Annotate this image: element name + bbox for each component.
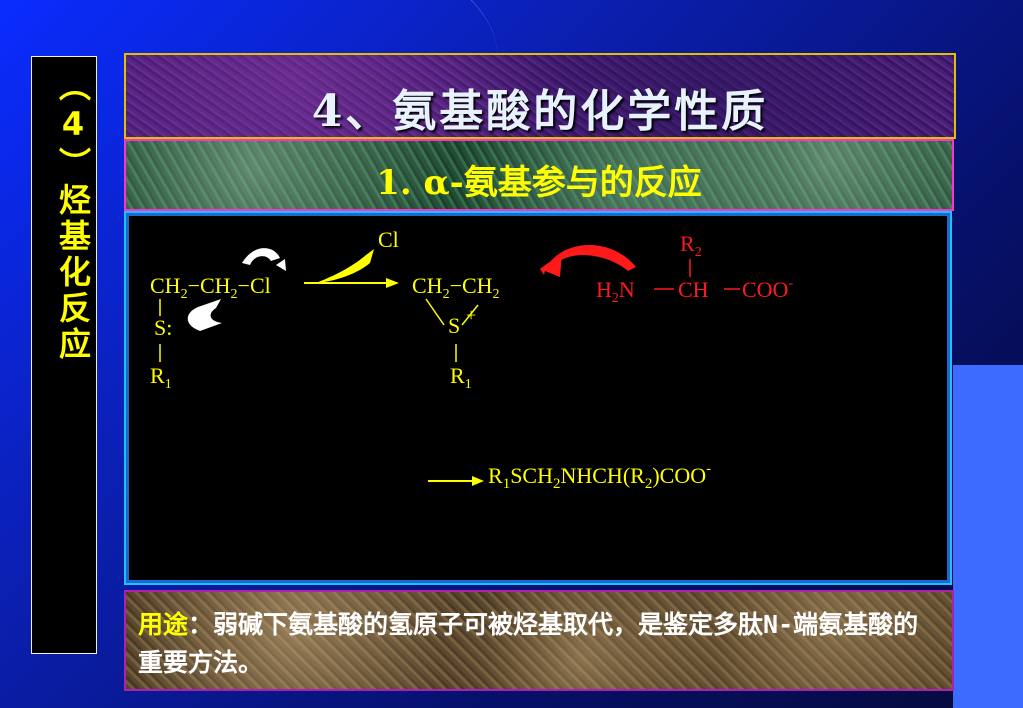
product-mid-1: SCH [510, 463, 553, 488]
svg-text:H2N: H2N [596, 277, 635, 306]
title-banner: 4、氨基酸的化学性质 [124, 53, 956, 139]
intermediate-ch2a: CH [412, 273, 443, 298]
amino-coo: COO [742, 277, 788, 302]
svg-text:R1: R1 [150, 363, 172, 392]
amino-h: H [596, 277, 612, 302]
product-mid-2: NHCH(R [560, 463, 645, 488]
reaction-scheme: CH2−CH2−Cl S: R1 Cl CH2−CH2 S + R1 R2 H2… [150, 227, 793, 492]
intermediate-ch2b: CH [462, 273, 493, 298]
intermediate-s: S [448, 313, 460, 338]
reactant-sub-a: 2 [181, 287, 188, 302]
reaction-panel: CH2−CH2−Cl S: R1 Cl CH2−CH2 S + R1 R2 H2… [124, 211, 952, 585]
sidebar-title: （4）烃基化反应 [54, 69, 92, 363]
reactant-cl: Cl [250, 273, 271, 298]
amino-h-sub: 2 [612, 291, 619, 306]
product-sub-1: 1 [503, 476, 511, 492]
reaction-arrowhead-2 [472, 476, 484, 486]
amino-r: R [680, 231, 695, 256]
reactant-sub-b: 2 [231, 287, 238, 302]
svg-text:COO-: COO- [742, 276, 793, 302]
svg-text:CH2−CH2: CH2−CH2 [412, 273, 500, 302]
usage-note: 用途：弱碱下氨基酸的氢原子可被烃基取代，是鉴定多肽N-端氨基酸的重要方法。 [124, 590, 954, 691]
product-r: R [488, 463, 503, 488]
usage-text: 用途：弱碱下氨基酸的氢原子可被烃基取代，是鉴定多肽N-端氨基酸的重要方法。 [138, 606, 943, 682]
electron-arrow-white-1 [187, 299, 222, 331]
amino-r-sub: 2 [695, 245, 702, 260]
usage-label: 用途 [138, 610, 189, 639]
electron-arrowhead-white [276, 259, 286, 271]
leaving-cl: Cl [378, 227, 399, 252]
amino-charge: - [788, 276, 793, 291]
reactant-r-sub: 1 [165, 377, 172, 392]
reactant-s: S: [154, 315, 172, 340]
electron-arrow-red [540, 244, 636, 275]
product-sub-3: 2 [645, 476, 653, 492]
svg-text:R2: R2 [680, 231, 702, 260]
intermediate-charge: + [466, 305, 476, 325]
usage-body: ：弱碱下氨基酸的氢原子可被烃基取代，是鉴定多肽N-端氨基酸的重要方法。 [138, 610, 919, 677]
ring-bond-right [461, 304, 479, 326]
ring-bond-left [425, 298, 445, 326]
svg-text:R1: R1 [450, 363, 472, 392]
subtitle-banner: 1. α-氨基参与的反应 [124, 139, 954, 211]
svg-text:CH2−CH2−Cl: CH2−CH2−Cl [150, 273, 271, 302]
reactant-ch2a: CH [150, 273, 181, 298]
electron-arrowhead-red [540, 253, 562, 277]
product-mid-3: )COO [652, 463, 706, 488]
intermediate: CH2−CH2 S + R1 [412, 273, 500, 392]
electron-arrow-white-2 [242, 248, 280, 265]
intermediate-r-sub: 1 [465, 377, 472, 392]
reactant-ch2b: CH [200, 273, 231, 298]
reactant: CH2−CH2−Cl S: R1 [150, 273, 271, 392]
product-sub-2: 2 [553, 476, 561, 492]
intermediate-sub-b: 2 [493, 287, 500, 302]
reaction-arrowhead-1 [386, 278, 399, 288]
intermediate-r: R [450, 363, 465, 388]
background-stripe [953, 365, 1023, 708]
electron-arrow-yellow [316, 249, 374, 283]
intermediate-sub-a: 2 [443, 287, 450, 302]
sidebar: （4）烃基化反应 [31, 56, 97, 654]
section-title: 1. α-氨基参与的反应 [376, 163, 702, 203]
product-charge: - [706, 461, 711, 477]
amino-n: N [619, 277, 635, 302]
amino-ch: CH [678, 277, 709, 302]
amino-acid: R2 H2N CH COO- [596, 231, 793, 306]
reactant-r: R [150, 363, 165, 388]
product: R1SCH2NHCH(R2)COO- [488, 461, 711, 492]
page-title: 4、氨基酸的化学性质 [311, 86, 769, 137]
